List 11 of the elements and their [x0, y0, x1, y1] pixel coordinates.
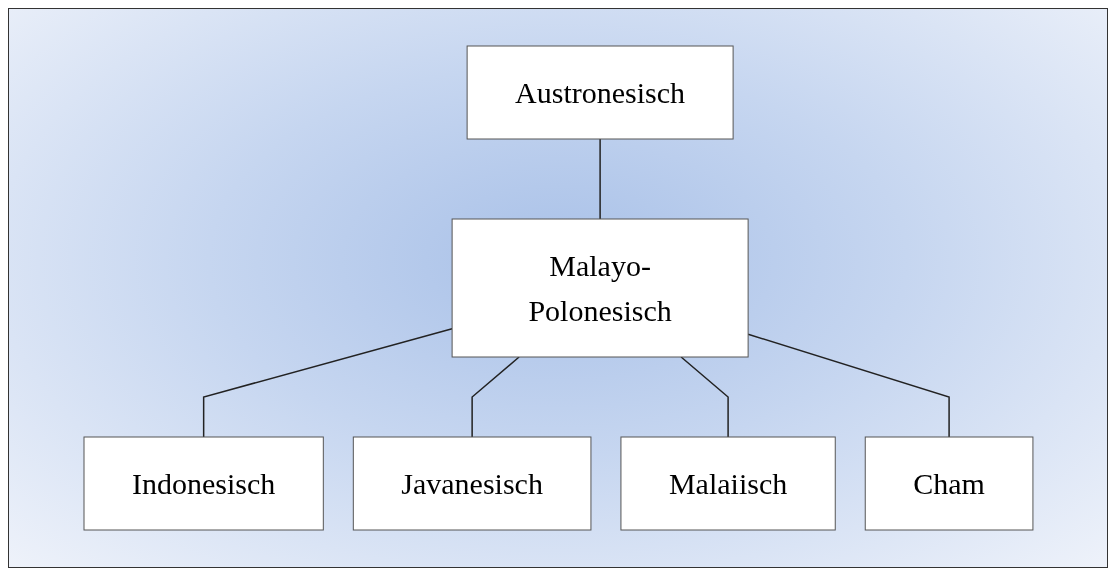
connector [202, 327, 453, 438]
node-box: Austronesisch [466, 45, 734, 140]
node-box: Indonesisch [83, 436, 324, 531]
connector [598, 138, 601, 220]
node-box: Javanesisch [352, 436, 591, 531]
connector [470, 356, 520, 438]
node-box: Cham [864, 436, 1033, 531]
connector [679, 356, 729, 438]
connector [746, 333, 950, 438]
node-box: Malayo-Polonesisch [451, 218, 749, 358]
node-box: Malaiisch [619, 436, 836, 531]
